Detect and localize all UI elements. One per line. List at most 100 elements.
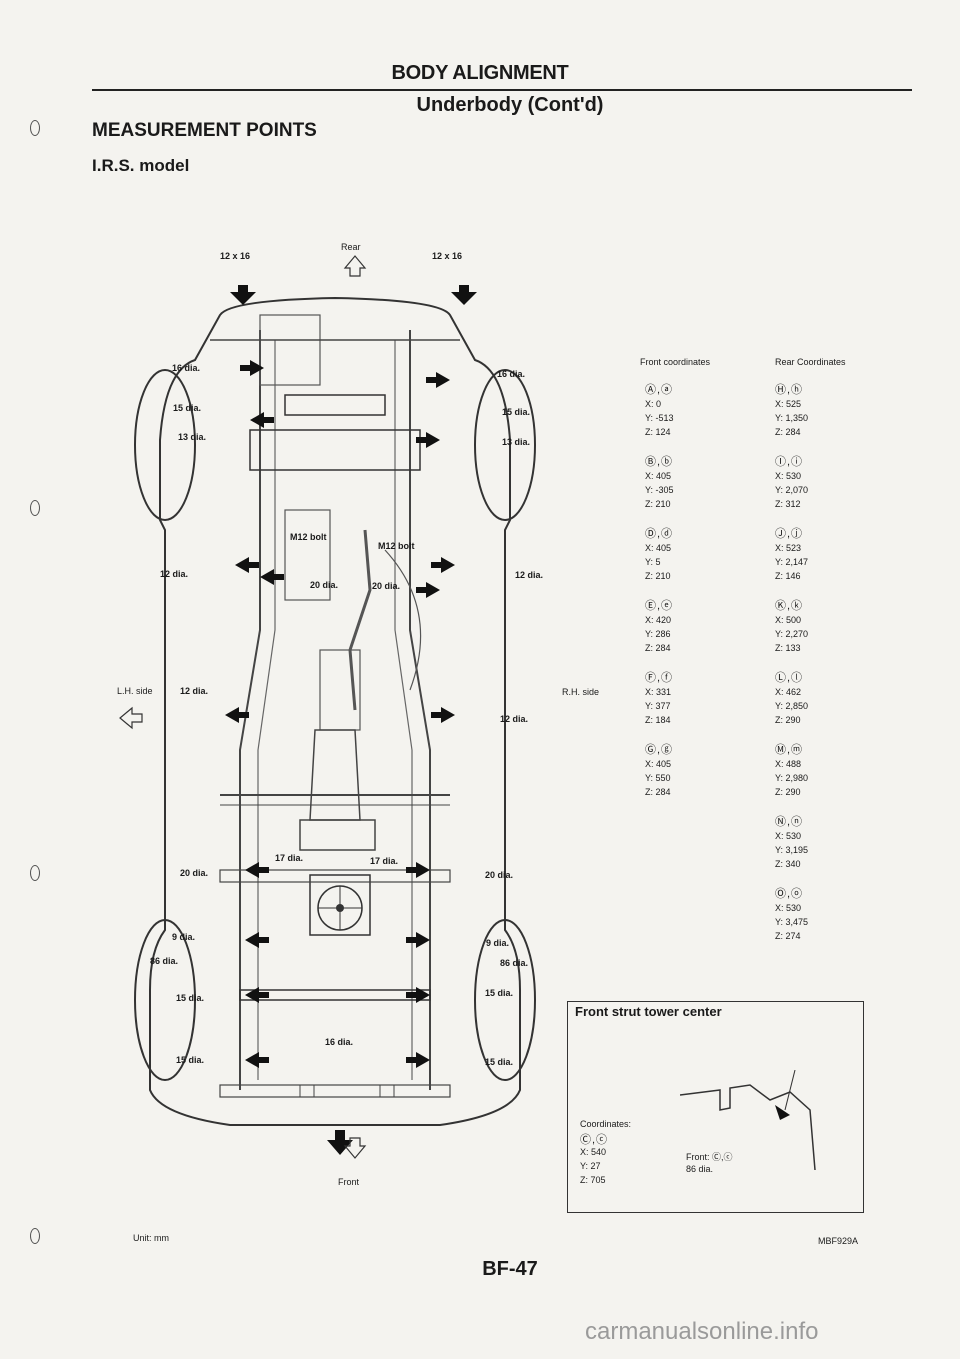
coord-y: Y: 1,350: [775, 413, 809, 423]
coord-z: Z: 340: [775, 859, 801, 869]
callout-B: 15 dia.: [176, 1055, 205, 1065]
binder-hole: [30, 1228, 40, 1244]
callout-A: 16 dia.: [325, 1037, 354, 1047]
coord-code: Ⓚ,ⓚ: [775, 600, 804, 612]
coord-x: X: 530: [775, 831, 802, 841]
callout-i: 20 dia.: [372, 581, 401, 591]
coord-code: Ⓔ,ⓔ: [645, 600, 674, 612]
strut-code: Ⓒ,ⓒ: [580, 1134, 609, 1146]
callout-g: 20 dia.: [485, 870, 514, 880]
coord-y: Y: 2,850: [775, 701, 809, 711]
rh-side-label: R.H. side: [562, 687, 600, 697]
unit-label: Unit: mm: [133, 1233, 169, 1243]
front-coords-header: Front coordinates: [640, 357, 711, 367]
coord-x: X: 500: [775, 615, 802, 625]
callout-d: 15 dia.: [485, 988, 514, 998]
callout-f: 17 dia.: [370, 856, 399, 866]
top-right-size: 12 x 16: [432, 251, 463, 261]
coord-z: Z: 284: [645, 643, 671, 653]
coord-z: Z: 284: [645, 787, 671, 797]
model-label: I.R.S. model: [92, 156, 190, 175]
callout-G: 20 dia.: [180, 868, 209, 878]
callout-M: 15 dia.: [173, 403, 202, 413]
coord-x: X: 405: [645, 543, 672, 553]
coord-x: X: 331: [645, 687, 672, 697]
coord-y: Y: -513: [645, 413, 674, 423]
coord-x: X: 0: [645, 399, 662, 409]
callout-m: 15 dia.: [502, 407, 531, 417]
callout-h: 12 dia.: [500, 714, 529, 724]
strut-front-label: Front: Ⓒ,ⓒ: [686, 1152, 733, 1162]
top-left-size: 12 x 16: [220, 251, 251, 261]
coord-x: X: 523: [775, 543, 802, 553]
coord-z: Z: 184: [645, 715, 671, 725]
coord-y: Y: 2,270: [775, 629, 809, 639]
binder-hole: [30, 865, 40, 881]
strut-dia: 86 dia.: [686, 1164, 714, 1174]
coord-code: Ⓑ,ⓑ: [645, 456, 674, 468]
coord-y: Y: -305: [645, 485, 674, 495]
coord-x: X: 525: [775, 399, 802, 409]
callout-n: 16 dia.: [497, 369, 526, 379]
coord-code: Ⓖ,ⓖ: [645, 744, 674, 756]
callout-K: M12 bolt: [290, 532, 327, 542]
coord-block: Ⓔ,ⓔ X: 420 Y: 286 Z: 284: [645, 599, 673, 655]
callout-H: 12 dia.: [180, 686, 209, 696]
binder-hole: [30, 120, 40, 136]
callout-J: 12 dia.: [160, 569, 189, 579]
strut-y: Y: 27: [580, 1161, 601, 1171]
coord-z: Z: 124: [645, 427, 671, 437]
callout-b: 15 dia.: [485, 1057, 514, 1067]
coord-z: Z: 274: [775, 931, 801, 941]
coord-block: Ⓗ,ⓗ X: 525 Y: 1,350 Z: 284: [775, 383, 808, 439]
callout-N: 16 dia.: [172, 363, 201, 373]
coord-x: X: 420: [645, 615, 672, 625]
callout-C: 86 dia.: [150, 956, 179, 966]
coord-y: Y: 5: [645, 557, 661, 567]
coord-y: Y: 377: [645, 701, 671, 711]
callout-c: 86 dia.: [500, 958, 529, 968]
coord-z: Z: 146: [775, 571, 801, 581]
callout-j: 12 dia.: [515, 570, 544, 580]
coord-code: Ⓘ,ⓘ: [775, 456, 804, 468]
callout-l: 13 dia.: [502, 437, 531, 447]
coord-block: Ⓐ,ⓐ X: 0 Y: -513 Z: 124: [645, 383, 674, 439]
coord-block: Ⓘ,ⓘ X: 530 Y: 2,070 Z: 312: [775, 455, 808, 511]
coord-z: Z: 312: [775, 499, 801, 509]
strut-x: X: 540: [580, 1147, 607, 1157]
coord-code: Ⓞ,ⓞ: [775, 888, 804, 900]
rear-coords-header: Rear Coordinates: [775, 357, 846, 367]
coord-x: X: 462: [775, 687, 802, 697]
callout-e: 9 dia.: [486, 938, 510, 948]
lh-side-label: L.H. side: [117, 686, 153, 696]
coord-z: Z: 290: [775, 787, 801, 797]
coord-code: Ⓗ,ⓗ: [775, 384, 804, 396]
figure-code: MBF929A: [818, 1236, 859, 1246]
coord-y: Y: 2,147: [775, 557, 809, 567]
coord-z: Z: 133: [775, 643, 801, 653]
coord-code: Ⓐ,ⓐ: [645, 384, 674, 396]
strut-z: Z: 705: [580, 1175, 606, 1185]
strut-tower-title: Front strut tower center: [575, 1004, 722, 1019]
callout-E: 9 dia.: [172, 932, 196, 942]
strut-coords-label: Coordinates:: [580, 1119, 632, 1129]
page-header-title: BODY ALIGNMENT: [391, 62, 569, 84]
coord-y: Y: 2,980: [775, 773, 809, 783]
coord-code: Ⓜ,ⓜ: [775, 744, 804, 756]
coord-x: X: 530: [775, 903, 802, 913]
coord-z: Z: 284: [775, 427, 801, 437]
coord-z: Z: 210: [645, 499, 671, 509]
coord-y: Y: 2,070: [775, 485, 809, 495]
strut-tower-sketch: [680, 1070, 816, 1171]
coord-x: X: 530: [775, 471, 802, 481]
coord-y: Y: 286: [645, 629, 671, 639]
underbody-diagram: [119, 255, 536, 1159]
callout-I: 20 dia.: [310, 580, 339, 590]
